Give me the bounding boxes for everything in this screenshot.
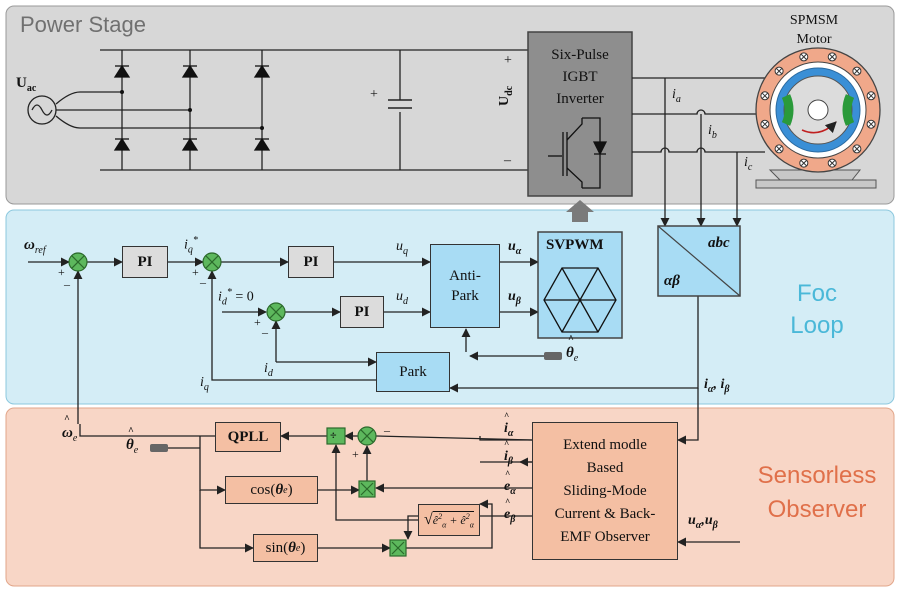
rectifier-diodes xyxy=(113,64,271,151)
svpwm-hexagon xyxy=(543,267,617,333)
iq-fb-label: iq xyxy=(200,375,209,393)
omega-e-label: ^ωe xyxy=(62,414,78,444)
observer-title-2: Observer xyxy=(767,496,867,523)
alphabeta-label: αβ xyxy=(664,273,680,289)
clarke-diagonal xyxy=(657,225,741,297)
winding-cross xyxy=(868,92,874,99)
anti-park-line-2: Park xyxy=(451,288,479,304)
observer-line-1: Extend modle xyxy=(563,436,647,453)
ud-label: ud xyxy=(396,289,408,307)
winding-cross xyxy=(829,54,836,60)
anti-park-line-1: Anti- xyxy=(449,268,481,284)
motor-label: SPMSM Motor xyxy=(764,10,864,50)
anti-park-block: Anti- Park xyxy=(430,244,500,328)
winding-cross xyxy=(829,160,836,166)
inverter-line-1: Six-Pulse xyxy=(551,47,609,63)
pi-speed-block: PI xyxy=(122,246,168,278)
inverter-line-3: Inverter xyxy=(556,91,604,107)
motor-winding-marks xyxy=(760,52,876,168)
ib-label: ib xyxy=(708,123,717,141)
winding-cross xyxy=(868,121,874,128)
foc-sum-nodes xyxy=(68,252,286,322)
uac-label: Uac xyxy=(16,75,37,94)
motor-line-2: Motor xyxy=(796,32,832,47)
winding-cross xyxy=(762,92,768,99)
ualpha-label: uα xyxy=(508,239,522,257)
iq-star-label: iq* xyxy=(184,235,198,256)
ac-source xyxy=(27,91,262,129)
sum1-minus: – xyxy=(64,277,70,291)
observer-line-3: Sliding-Mode xyxy=(563,482,647,499)
inverter-label: Six-Pulse IGBT Inverter xyxy=(528,38,632,116)
ia-label: ia xyxy=(672,87,681,105)
smo-observer-block: Extend modle Based Sliding-Mode Current … xyxy=(532,422,678,560)
id-star-label: id* = 0 xyxy=(218,287,254,308)
junction-dots xyxy=(120,90,264,130)
obs-sum-plus: + xyxy=(352,447,359,461)
pi-iq-block: PI xyxy=(288,246,334,278)
omega-ref-label: ωref xyxy=(24,237,46,256)
observer-line-4: Current & Back- xyxy=(554,505,656,522)
observer-line-5: EMF Observer xyxy=(560,528,650,545)
winding-cross xyxy=(776,68,782,74)
igbt-symbol xyxy=(548,117,608,189)
cap-plus-label: + xyxy=(370,87,378,102)
winding-cross xyxy=(800,54,807,60)
park-block: Park xyxy=(376,352,450,392)
winding-cross xyxy=(800,160,807,166)
obs-sum-minus: – xyxy=(384,423,390,437)
inverter-line-2: IGBT xyxy=(562,69,598,85)
motor-symbol xyxy=(755,47,881,189)
gate-signal-arrow xyxy=(566,200,594,222)
pi-id-block: PI xyxy=(340,296,384,328)
u-alpha-beta-label: uα,uβ xyxy=(688,513,718,531)
sqrt-block: √ê2α + ê2α xyxy=(418,504,480,536)
winding-cross xyxy=(854,146,860,152)
observer-line-2: Based xyxy=(586,459,624,476)
i-beta-hat-label: ^iβ xyxy=(504,439,514,467)
theta-connector xyxy=(544,352,562,360)
power-stage-title: Power Stage xyxy=(20,12,146,37)
ic-label: ic xyxy=(744,155,753,173)
dc-link-capacitor xyxy=(388,99,412,109)
sum3-plus: + xyxy=(254,315,261,329)
theta-e-obs-label: ^θe xyxy=(126,426,139,456)
qpll-block: QPLL xyxy=(215,422,281,452)
sum3-minus: – xyxy=(262,325,268,339)
e-beta-hat-label: ^eβ xyxy=(504,497,516,525)
sum2-minus: – xyxy=(200,275,206,289)
ialpha-ibeta-label: iα, iβ xyxy=(704,377,730,395)
divider-symbol: ÷ xyxy=(330,428,337,442)
dc-plus-label: + xyxy=(504,53,512,68)
sum2-plus: + xyxy=(192,265,199,279)
abc-label: abc xyxy=(708,235,730,251)
theta-hat-foc-label: ^θe xyxy=(566,334,579,364)
winding-cross xyxy=(776,146,782,152)
ubeta-label: uβ xyxy=(508,289,521,307)
i-alpha-hat-label: ^iα xyxy=(504,411,514,439)
winding-cross xyxy=(854,68,860,74)
motor-line-1: SPMSM xyxy=(789,13,839,28)
sum1-plus: + xyxy=(58,265,65,279)
foc-title-1: Foc xyxy=(796,280,837,307)
observer-nodes xyxy=(326,426,407,557)
theta-connector-obs xyxy=(150,444,168,452)
inverter-box xyxy=(527,31,633,197)
winding-cross xyxy=(762,121,768,128)
phase-lines xyxy=(632,77,765,227)
observer-wires xyxy=(79,388,740,553)
e-alpha-hat-label: ^eα xyxy=(504,469,516,497)
dc-bus xyxy=(400,49,528,171)
dc-minus-label: – xyxy=(504,153,511,168)
foc-title-2: Loop xyxy=(790,312,844,339)
id-fb-label: id xyxy=(264,361,273,379)
uq-label: uq xyxy=(396,239,408,257)
svpwm-label: SVPWM xyxy=(546,237,604,253)
observer-title-1: Sensorless xyxy=(757,462,877,489)
power-stage-panel xyxy=(5,5,895,205)
udc-label: Udc xyxy=(497,85,515,106)
